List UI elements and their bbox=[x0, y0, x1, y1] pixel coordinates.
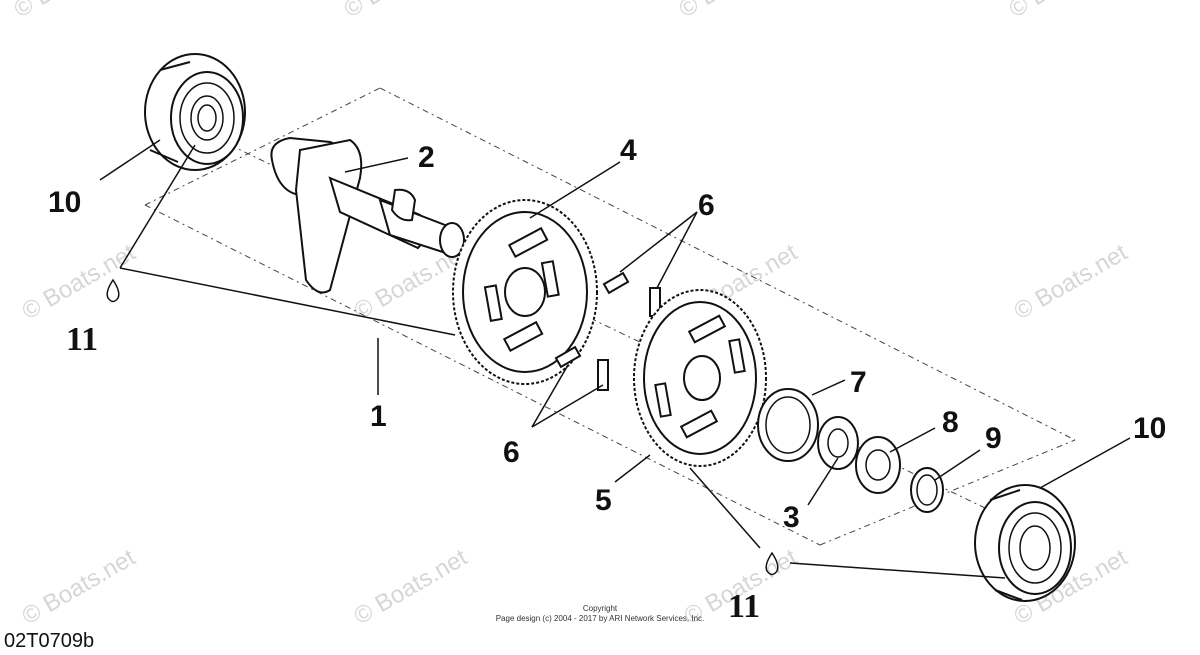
watermark: © Boats.net bbox=[18, 239, 141, 325]
callout-4: 4 bbox=[620, 134, 637, 167]
copyright-text: Page design (c) 2004 - 2017 by ARI Netwo… bbox=[496, 614, 705, 623]
watermark: © Boats.net bbox=[18, 544, 141, 630]
watermark: © Boats.net bbox=[675, 0, 798, 23]
callout-3: 3 bbox=[783, 501, 800, 534]
diagram-code: 02T0709b bbox=[4, 630, 94, 652]
cam-gear-small bbox=[633, 289, 767, 467]
callout-5: 5 bbox=[595, 484, 612, 517]
callout-6: 6 bbox=[698, 189, 715, 222]
watermark: © Boats.net bbox=[350, 544, 473, 630]
watermark: © Boats.net bbox=[340, 0, 463, 23]
callout-10: 10 bbox=[1133, 412, 1166, 445]
callout-2: 2 bbox=[418, 141, 435, 174]
callout-11: 11 bbox=[728, 588, 760, 625]
cam-gear-large bbox=[452, 199, 598, 385]
washers bbox=[757, 388, 944, 513]
bearing-left bbox=[144, 53, 246, 171]
callout-8: 8 bbox=[942, 406, 959, 439]
oil-drop-icon bbox=[765, 551, 779, 576]
watermark: © Boats.net bbox=[1005, 0, 1128, 23]
watermark: © Boats.net bbox=[1010, 239, 1133, 325]
callout-7: 7 bbox=[850, 366, 867, 399]
copyright-label: Copyright bbox=[583, 604, 618, 613]
watermark: © Boats.net bbox=[10, 0, 133, 23]
callout-6: 6 bbox=[503, 436, 520, 469]
leader-lines bbox=[99, 139, 1131, 579]
callout-10: 10 bbox=[48, 186, 81, 219]
callout-1: 1 bbox=[370, 400, 387, 433]
callout-9: 9 bbox=[985, 422, 1002, 455]
bearing-right bbox=[974, 484, 1076, 602]
camshaft bbox=[270, 136, 465, 294]
callout-11: 11 bbox=[66, 321, 98, 358]
oil-drop-icon bbox=[106, 278, 120, 303]
